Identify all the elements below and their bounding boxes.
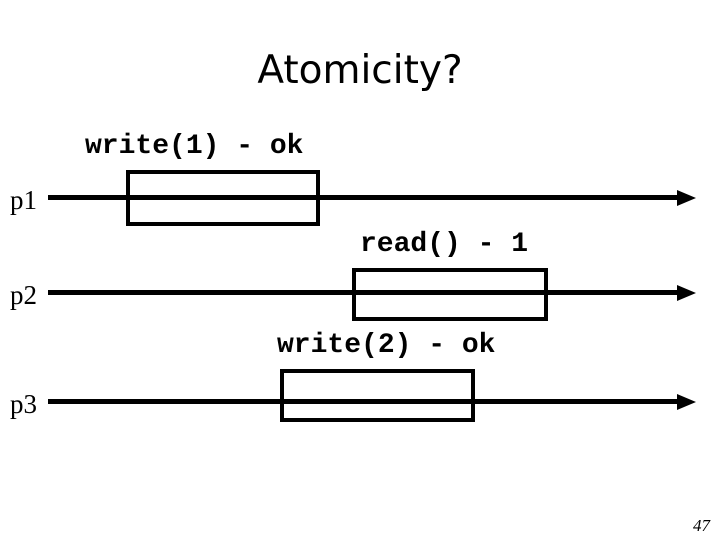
operation-box-write2 [280,369,475,422]
arrowhead-p3-icon [677,394,696,410]
operation-box-read [352,268,548,321]
operation-label-read: read() - 1 [360,229,529,260]
arrowhead-p2-icon [677,285,696,301]
slide-title: Atomicity? [257,48,463,93]
operation-label-write1: write(1) - ok [85,131,304,162]
operation-label-write2: write(2) - ok [277,330,496,361]
operation-box-write1 [126,170,320,226]
process-label-p3: p3 [10,389,37,419]
timeline-p2 [48,290,680,295]
process-label-p1: p1 [10,185,37,215]
timeline-p1 [48,195,680,200]
arrowhead-p1-icon [677,190,696,206]
process-label-p2: p2 [10,280,37,310]
timeline-p3 [48,399,680,404]
page-number: 47 [693,516,710,535]
